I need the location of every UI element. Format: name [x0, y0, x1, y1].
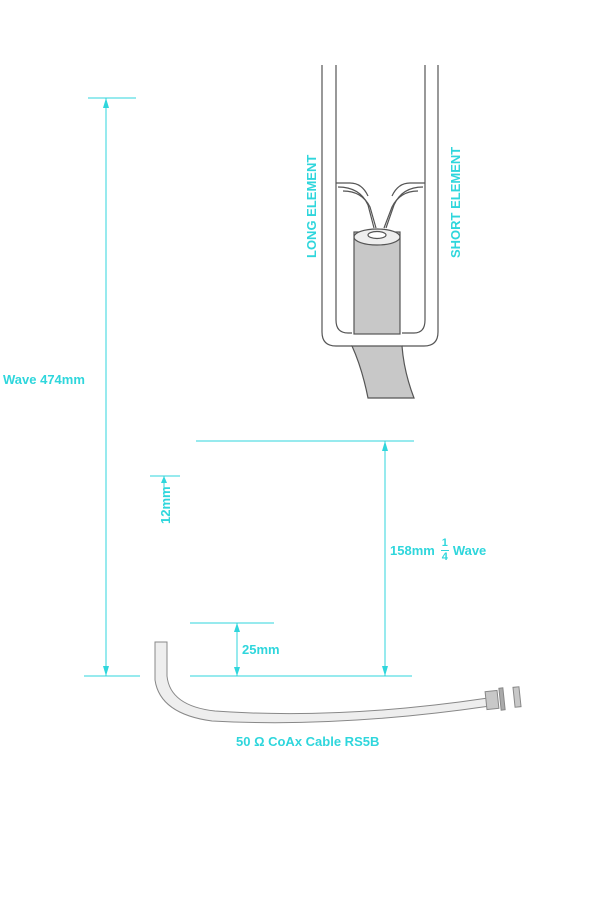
short-element-label: SHORT ELEMENT	[448, 146, 463, 258]
coax-cable	[154, 641, 522, 724]
coax-exit	[351, 345, 415, 399]
element-wire-right	[385, 186, 424, 229]
full-wave-arrow-top	[103, 98, 109, 108]
quarter-wave-length: 158mm	[390, 543, 435, 558]
inner-coax-core	[367, 230, 387, 240]
element-wire-left	[337, 186, 375, 229]
inner-compartment-left	[336, 182, 369, 197]
gap-label: 12mm	[158, 486, 173, 524]
full-wave-label: Wave 474mm	[3, 372, 85, 387]
dimension-lines	[84, 97, 414, 677]
coax-cable-body	[154, 641, 491, 724]
feed-arrow-bottom	[234, 667, 240, 676]
inner-coax	[351, 228, 415, 399]
housing-inner-right	[402, 65, 426, 334]
quarter-wave-word: Wave	[452, 543, 487, 558]
full-wave-arrow-bottom	[103, 666, 109, 676]
inner-compartment-right	[391, 182, 425, 197]
cable-label: 50 Ω CoAx Cable RS5B	[236, 734, 380, 749]
feed-arrow-top	[234, 623, 240, 632]
element-wire-right-2	[383, 190, 419, 229]
fraction-denominator: 4	[441, 551, 448, 563]
fraction-bar	[440, 550, 449, 551]
connector-body	[484, 689, 500, 711]
connector-tip	[512, 686, 522, 708]
connector-ring	[498, 687, 506, 711]
quarter-wave-arrow-bottom	[382, 666, 388, 676]
long-element-label: LONG ELEMENT	[304, 154, 319, 258]
quarter-fraction: 1 4	[440, 537, 449, 563]
feed-length-label: 25mm	[242, 642, 280, 657]
fraction-numerator: 1	[441, 537, 448, 549]
inner-coax-body	[353, 231, 401, 335]
housing-outer-left	[321, 65, 352, 347]
element-wire-left-2	[342, 190, 377, 229]
quarter-wave-arrow-top	[382, 441, 388, 451]
antenna-housing	[321, 65, 439, 347]
housing-outer-right	[402, 65, 439, 347]
gap-arrow	[161, 476, 167, 483]
housing-inner-left	[335, 65, 352, 334]
quarter-wave-label: 158mm 1 4 Wave	[390, 538, 486, 563]
